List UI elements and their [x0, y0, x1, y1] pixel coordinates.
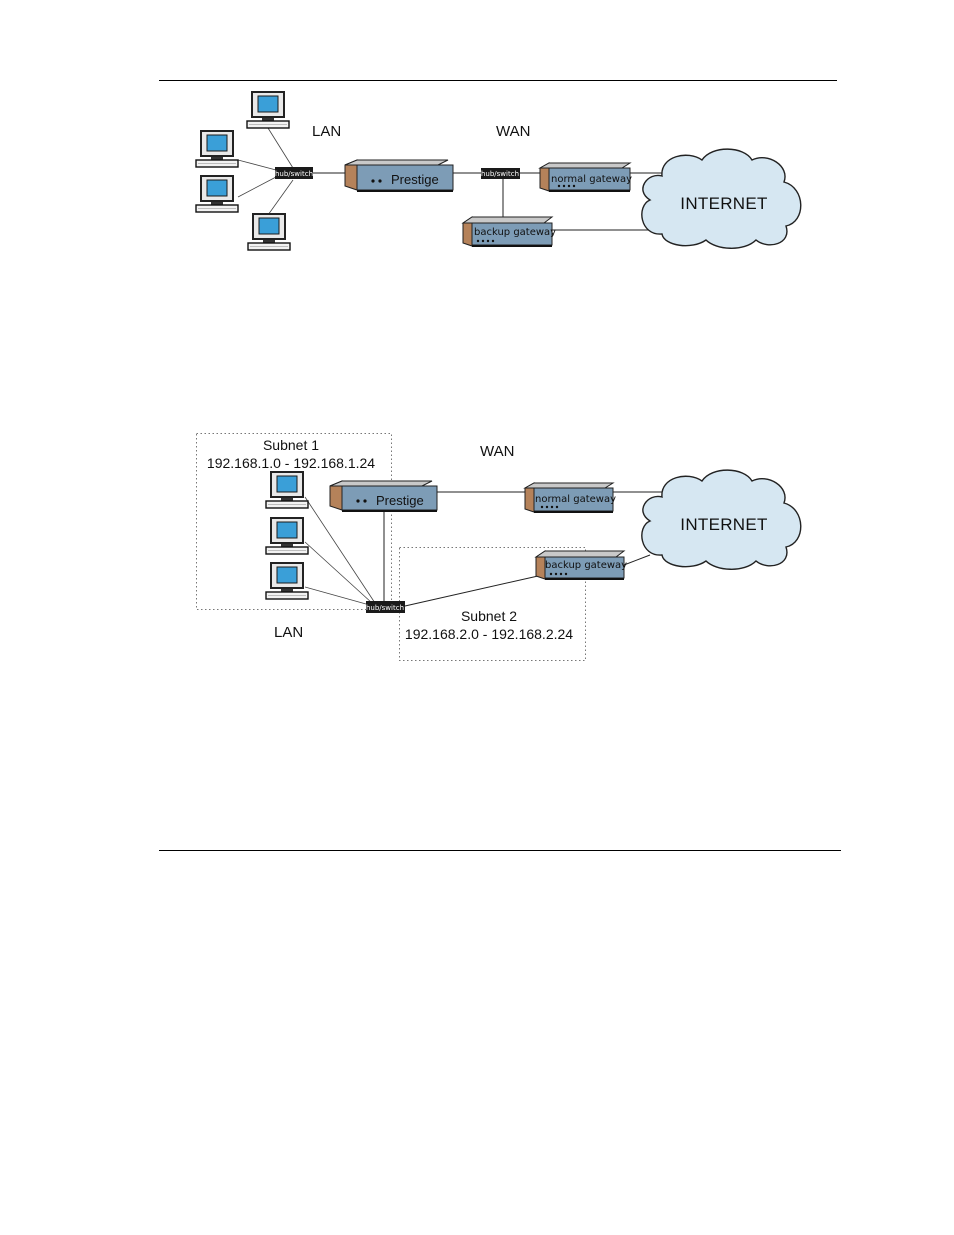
lan-switch: hub/switch [275, 167, 313, 179]
computer-icon [266, 517, 308, 554]
wan-switch: hub/switch [481, 168, 520, 179]
backup-gateway: backup gateway [463, 217, 556, 246]
backup-gateway: backup gateway [536, 551, 627, 579]
computer-icon [266, 562, 308, 599]
computer-icon [196, 130, 238, 167]
wan-switch-label: hub/switch [481, 170, 519, 178]
wan-label: WAN [480, 443, 514, 460]
subnet-2-range: 192.168.2.0 - 192.168.2.24 [405, 626, 573, 642]
normal-gateway: normal gateway [540, 163, 632, 191]
lan-label: LAN [274, 624, 303, 641]
diagram-2: Subnet 1 192.168.1.0 - 192.168.1.24 WAN … [197, 434, 801, 661]
normal-gateway: normal gateway [525, 483, 616, 512]
lan-switch: hub/switch [366, 601, 405, 613]
lan-switch-label: hub/switch [366, 604, 404, 612]
backup-gateway-label: backup gateway [545, 560, 627, 571]
subnet-1-range: 192.168.1.0 - 192.168.1.24 [207, 455, 375, 471]
computer-icon [196, 175, 238, 212]
lan-switch-label: hub/switch [275, 170, 313, 178]
normal-gateway-label: normal gateway [535, 494, 616, 505]
computer-icon [266, 471, 308, 508]
internet-label: INTERNET [680, 194, 767, 213]
subnet-2-title: Subnet 2 [461, 608, 517, 624]
prestige-router: Prestige [330, 481, 437, 511]
prestige-router: Prestige [345, 160, 453, 191]
diagram-1: LAN WAN hub/switch Prestige hub/switch [196, 91, 801, 250]
normal-gateway-label: normal gateway [551, 174, 632, 185]
computer-icon [247, 91, 289, 128]
backup-gateway-label: backup gateway [474, 227, 556, 238]
prestige-label: Prestige [391, 172, 439, 187]
computer-icon [248, 213, 290, 250]
prestige-label: Prestige [376, 493, 424, 508]
lan-label: LAN [312, 123, 341, 140]
internet-label: INTERNET [680, 515, 767, 534]
wan-label: WAN [496, 123, 530, 140]
subnet-1-title: Subnet 1 [263, 437, 319, 453]
internet-cloud: INTERNET [642, 149, 801, 248]
internet-cloud: INTERNET [642, 470, 801, 569]
